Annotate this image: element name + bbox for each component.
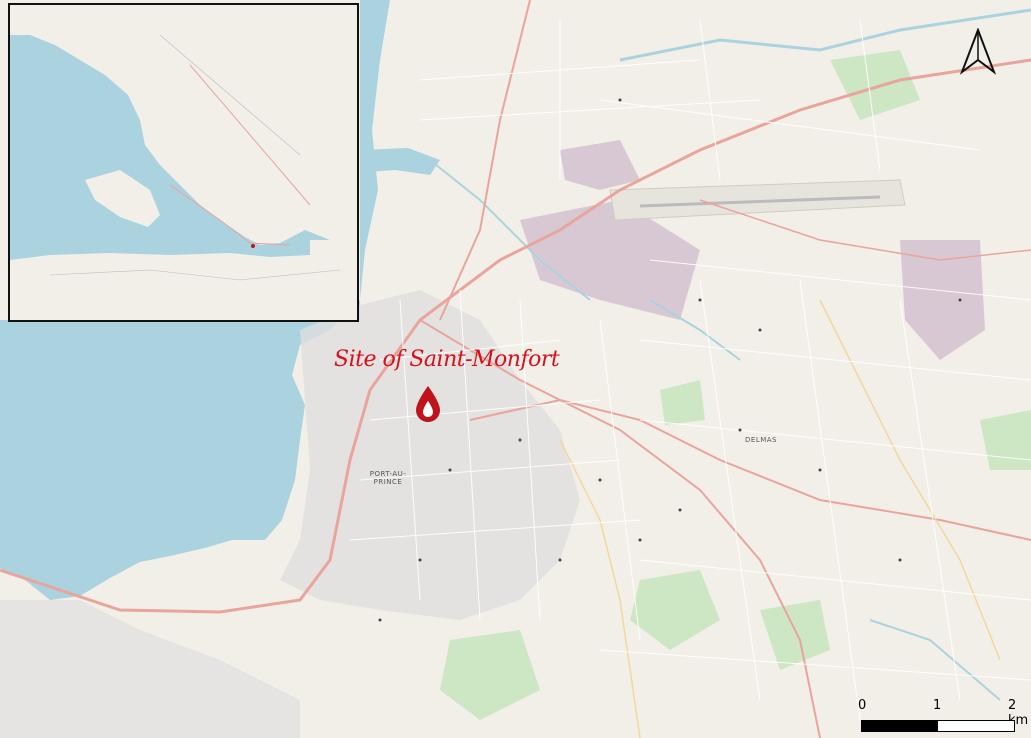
scale-tick-0: 0 (858, 698, 867, 713)
scale-tick-1: 1 (933, 698, 942, 713)
scale-segment-white (937, 720, 1015, 732)
north-arrow-icon (960, 28, 996, 75)
inset-basemap (10, 5, 357, 320)
scale-bar: 0 1 2 km (858, 698, 1031, 738)
delmas-label: DELMAS (745, 436, 777, 444)
map-marker-icon[interactable] (413, 384, 443, 424)
city-label-line2: PRINCE (373, 478, 403, 486)
scale-segment-black (861, 720, 938, 732)
site-label: Site of Saint-Monfort (334, 347, 560, 372)
city-label-line1: PORT-AU- (369, 470, 407, 478)
city-label: PORT-AU- PRINCE (364, 470, 412, 486)
inset-map[interactable] (8, 3, 359, 322)
